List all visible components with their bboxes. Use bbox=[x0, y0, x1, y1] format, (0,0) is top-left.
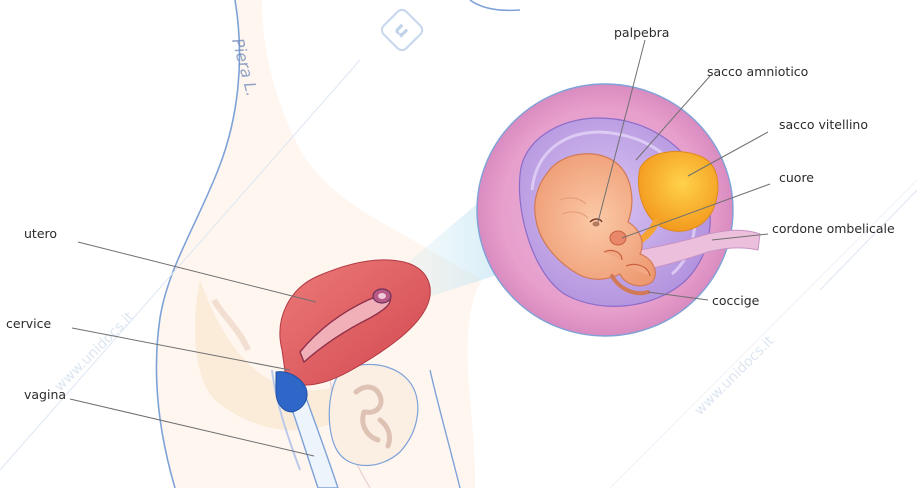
label-cervice: cervice bbox=[6, 316, 51, 331]
label-coccige: coccige bbox=[712, 293, 760, 308]
watermark-text-2: www.unidocs.it bbox=[692, 333, 778, 419]
label-sacco-vitellino: sacco vitellino bbox=[779, 117, 868, 132]
watermark-text-1: www.unidocs.it bbox=[52, 309, 138, 395]
svg-text:u: u bbox=[390, 18, 414, 42]
label-cordone-ombelicale: cordone ombelicale bbox=[772, 221, 895, 236]
label-utero: utero bbox=[24, 226, 57, 241]
label-vagina: vagina bbox=[24, 387, 66, 402]
label-palpebra: palpebra bbox=[614, 25, 669, 40]
watermark-logo: u bbox=[379, 7, 424, 52]
label-cuore: cuore bbox=[779, 170, 814, 185]
label-sacco-amniotico: sacco amniotico bbox=[707, 64, 808, 79]
embryo-heart bbox=[610, 231, 626, 245]
